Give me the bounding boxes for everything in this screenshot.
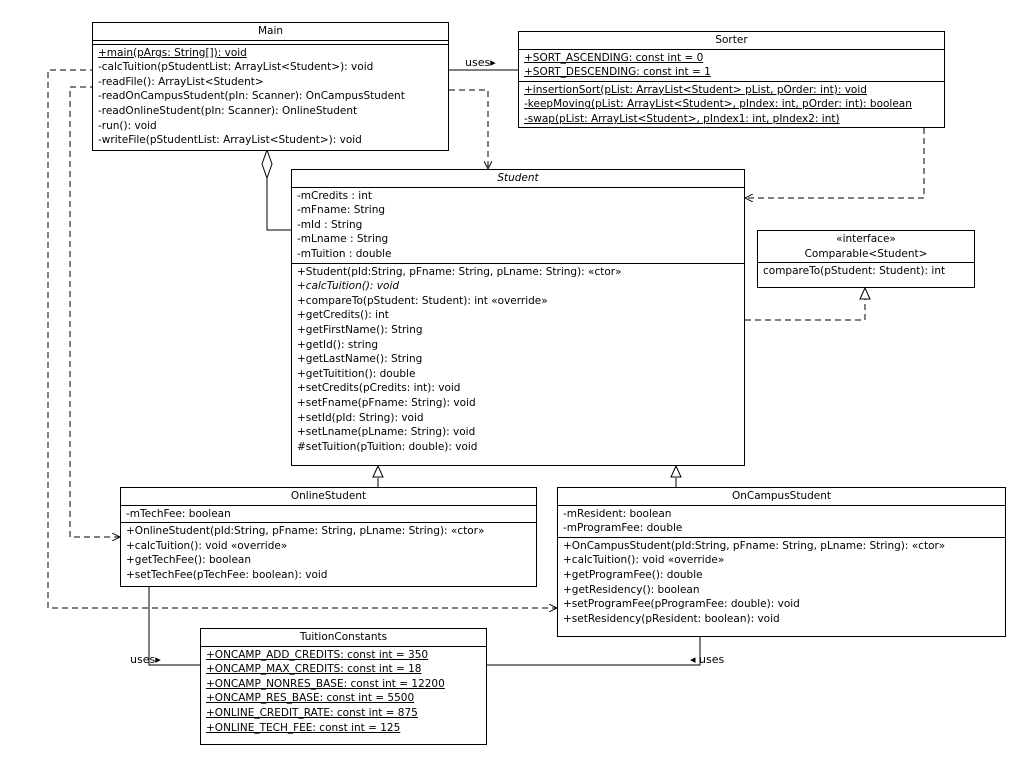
uses-label-online: uses▸ <box>130 653 161 666</box>
class-student-operations: +Student(pId:String, pFname: String, pLn… <box>292 262 744 456</box>
interface-comparable: «interface» Comparable<Student> compareT… <box>757 230 975 288</box>
class-oncampus-student: OnCampusStudent -mResident: boolean -mPr… <box>557 487 1006 637</box>
class-student-attributes: -mCredits : int -mFname: String -mId : S… <box>292 188 744 263</box>
realization-triangle <box>859 286 871 300</box>
operation: -keepMoving(pList: ArrayList<Student>, p… <box>524 98 912 111</box>
operation: +calcTuition(): void «override» <box>126 539 288 552</box>
class-sorter-attributes: +SORT_ASCENDING: const int = 0 +SORT_DES… <box>519 50 944 81</box>
attribute: -mTuition : double <box>297 247 392 260</box>
operation: +setCredits(pCredits: int): void <box>297 382 461 395</box>
class-online-student-operations: +OnlineStudent(pId:String, pFname: Strin… <box>121 522 536 583</box>
operation: #setTuition(pTuition: double): void <box>297 440 478 453</box>
attribute: +ONCAMP_NONRES_BASE: const int = 12200 <box>206 677 445 690</box>
interface-comparable-name: Comparable<Student> <box>804 247 928 260</box>
attribute: -mCredits : int <box>297 189 372 202</box>
class-main: Main +main(pArgs: String[]): void -calcT… <box>92 22 449 151</box>
uses-label-sorter: uses▸ <box>465 56 496 69</box>
operation: +getTuitition(): double <box>297 367 416 380</box>
attribute: -mId : String <box>297 218 363 231</box>
attribute: +SORT_DESCENDING: const int = 1 <box>524 66 711 79</box>
main-oncampus-dependency <box>47 69 557 608</box>
class-student-name: Student <box>292 170 744 188</box>
attribute: -mLname : String <box>297 233 389 246</box>
operation: +insertionSort(pList: ArrayList<Student>… <box>524 83 867 96</box>
operation: +getFirstName(): String <box>297 323 423 336</box>
operation: +OnlineStudent(pId:String, pFname: Strin… <box>126 525 485 538</box>
operation: +setTechFee(pTechFee: boolean): void <box>126 568 328 581</box>
operation: +setProgramFee(pProgramFee: double): voi… <box>563 598 800 611</box>
online-generalization-triangle <box>372 464 384 478</box>
operation: +getResidency(): boolean <box>563 583 700 596</box>
attribute: +SORT_ASCENDING: const int = 0 <box>524 51 704 64</box>
class-oncampus-student-name: OnCampusStudent <box>558 488 1005 506</box>
main-online-dependency <box>69 86 120 537</box>
attribute: +ONCAMP_RES_BASE: const int = 5500 <box>206 692 415 705</box>
class-tuition-constants-attributes: +ONCAMP_ADD_CREDITS: const int = 350 +ON… <box>201 647 486 737</box>
operation: +calcTuition(): void <box>297 280 400 293</box>
attribute: -mProgramFee: double <box>563 522 683 535</box>
operation: +getLastName(): String <box>297 353 423 366</box>
operation: +getId(): string <box>297 338 379 351</box>
class-online-student: OnlineStudent -mTechFee: boolean +Online… <box>120 487 537 587</box>
interface-comparable-header: «interface» Comparable<Student> <box>758 231 974 264</box>
oncampus-generalization-triangle <box>670 464 682 478</box>
attribute: +ONLINE_TECH_FEE: const int = 125 <box>206 721 401 734</box>
student-comparable-realization <box>745 299 866 321</box>
online-tuition-uses <box>148 587 200 666</box>
class-tuition-constants-name: TuitionConstants <box>201 629 486 647</box>
class-main-operations: +main(pArgs: String[]): void -calcTuitio… <box>93 43 448 149</box>
attribute: -mTechFee: boolean <box>126 507 231 520</box>
operation: +setResidency(pResident: boolean): void <box>563 612 780 625</box>
class-online-student-name: OnlineStudent <box>121 488 536 506</box>
class-sorter-name: Sorter <box>519 32 944 50</box>
operation: +getTechFee(): boolean <box>126 554 251 567</box>
operation: +setLname(pLname: String): void <box>297 426 476 439</box>
operation: +compareTo(pStudent: Student): int «over… <box>297 294 548 307</box>
operation: -readFile(): ArrayList<Student> <box>98 75 264 88</box>
operation: -swap(pList: ArrayList<Student>, pIndex1… <box>524 112 840 125</box>
sorter-student-dependency <box>745 128 925 198</box>
class-tuition-constants: TuitionConstants +ONCAMP_ADD_CREDITS: co… <box>200 628 487 745</box>
operation: +getCredits(): int <box>297 309 389 322</box>
attribute: +ONCAMP_MAX_CREDITS: const int = 18 <box>206 663 422 676</box>
class-online-student-attributes: -mTechFee: boolean <box>121 506 536 523</box>
main-student-dependency <box>449 89 488 169</box>
attribute: +ONLINE_CREDIT_RATE: const int = 875 <box>206 706 418 719</box>
operation: +setFname(pFname: String): void <box>297 396 476 409</box>
operation: +setId(pId: String): void <box>297 411 424 424</box>
interface-comparable-operations: compareTo(pStudent: Student): int <box>758 263 974 280</box>
operation: +getProgramFee(): double <box>563 568 703 581</box>
operation: -readOnCampusStudent(pIn: Scanner): OnCa… <box>98 90 405 103</box>
operation: +Student(pId:String, pFname: String, pLn… <box>297 265 622 278</box>
aggregation-diamond <box>261 148 273 180</box>
main-student-aggregation <box>266 178 291 231</box>
operation: +main(pArgs: String[]): void <box>98 46 247 59</box>
operation: -writeFile(pStudentList: ArrayList<Stude… <box>98 134 362 147</box>
operation: +OnCampusStudent(pId:String, pFname: Str… <box>563 539 946 552</box>
class-sorter-operations: +insertionSort(pList: ArrayList<Student>… <box>519 80 944 128</box>
attribute: -mFname: String <box>297 204 386 217</box>
class-oncampus-student-operations: +OnCampusStudent(pId:String, pFname: Str… <box>558 536 1005 628</box>
uses-label-oncampus: ◂ uses <box>690 653 725 666</box>
operation: -run(): void <box>98 119 157 132</box>
class-oncampus-student-attributes: -mResident: boolean -mProgramFee: double <box>558 506 1005 537</box>
class-student: Student -mCredits : int -mFname: String … <box>291 169 745 466</box>
attribute: -mResident: boolean <box>563 507 672 520</box>
oncampus-tuition-uses <box>487 637 701 666</box>
operation: compareTo(pStudent: Student): int <box>763 265 946 278</box>
operation: +calcTuition(): void «override» <box>563 554 725 567</box>
class-main-name: Main <box>93 23 448 41</box>
attribute: +ONCAMP_ADD_CREDITS: const int = 350 <box>206 648 429 661</box>
stereotype-label: «interface» <box>836 233 896 245</box>
operation: -readOnlineStudent(pIn: Scanner): Online… <box>98 104 358 117</box>
class-sorter: Sorter +SORT_ASCENDING: const int = 0 +S… <box>518 31 945 128</box>
operation: -calcTuition(pStudentList: ArrayList<Stu… <box>98 61 374 74</box>
